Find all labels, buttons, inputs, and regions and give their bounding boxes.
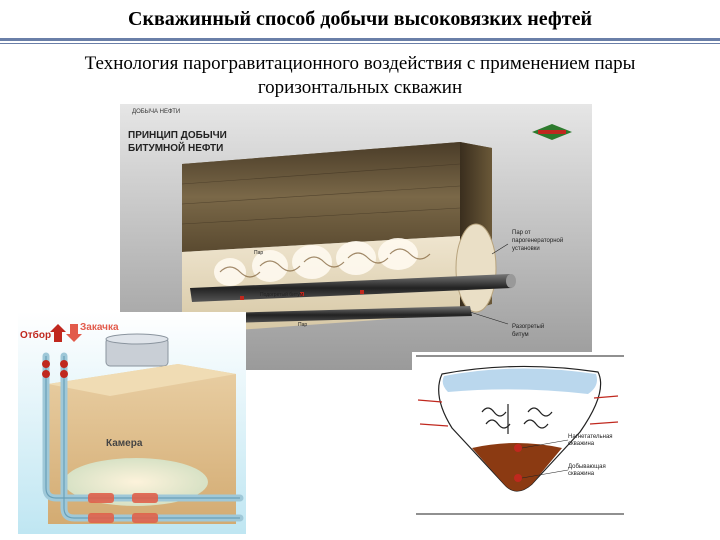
company-logo-icon: [532, 124, 572, 140]
injection-well-label-1: Нагнетательная: [568, 434, 613, 440]
steam-plumes: [214, 238, 418, 286]
heat-arrows: [417, 395, 619, 427]
upper-well-pipe: [190, 274, 512, 302]
extraction-arrow-icon: [50, 324, 66, 342]
title-rule-thin: [0, 43, 720, 44]
right-cross-section-figure: Нагнетательная скважина Добывающая скваж…: [412, 352, 626, 518]
wellhead-valves: [42, 360, 68, 378]
steam-small-label: Пар: [254, 250, 263, 256]
injection-label: Закачка: [80, 322, 119, 333]
production-well-point: [514, 474, 522, 482]
top-caption: ДОБЫЧА НЕФТИ: [132, 109, 180, 115]
heading-line-1: ПРИНЦИП ДОБЫЧИ: [128, 130, 227, 141]
steam-label-2: парогенераторной: [512, 237, 563, 244]
lower-well-pipe: [190, 306, 472, 324]
injection-arrow-icon: [66, 324, 82, 342]
bitumen-label-1: Разогретый: [512, 323, 544, 330]
subtitle-line-2: горизонтальных скважин: [257, 77, 463, 98]
pipe-label-2: Пар: [298, 322, 307, 328]
extraction-label: Отбор: [20, 329, 51, 341]
subtitle-line-1: Технология парогравитационного воздейств…: [84, 53, 636, 74]
injection-well-label-2: скважина: [568, 441, 595, 447]
flow-swirls: [481, 404, 553, 434]
production-well-label-1: Добывающая: [568, 464, 606, 470]
left-chamber-figure: Отбор Закачка Камера: [18, 312, 246, 534]
soil-layer: [182, 142, 460, 252]
chamber-label: Камера: [106, 438, 143, 449]
upper-pipe-end: [506, 274, 516, 288]
oil-pool: [472, 443, 562, 491]
chamber-end: [455, 223, 497, 313]
chamber-outline: [438, 365, 602, 492]
heading-line-2: БИТУМНОЙ НЕФТИ: [128, 141, 223, 154]
steam-label-3: установки: [512, 246, 540, 252]
production-well-label-2: скважина: [568, 471, 595, 477]
injection-well-point: [514, 444, 522, 452]
bitumen-label-2: битум: [512, 332, 529, 338]
steam-cap: [442, 368, 597, 394]
pipe-label-1: Подогретый битум: [260, 291, 304, 298]
title-rule-thick: [0, 38, 720, 41]
steam-label-1: Пар от: [512, 230, 531, 236]
slide-subtitle: Технология парогравитационного воздейств…: [0, 52, 720, 100]
slide-title: Скважинный способ добычи высоковязких не…: [128, 8, 592, 30]
perforations: [88, 493, 158, 523]
